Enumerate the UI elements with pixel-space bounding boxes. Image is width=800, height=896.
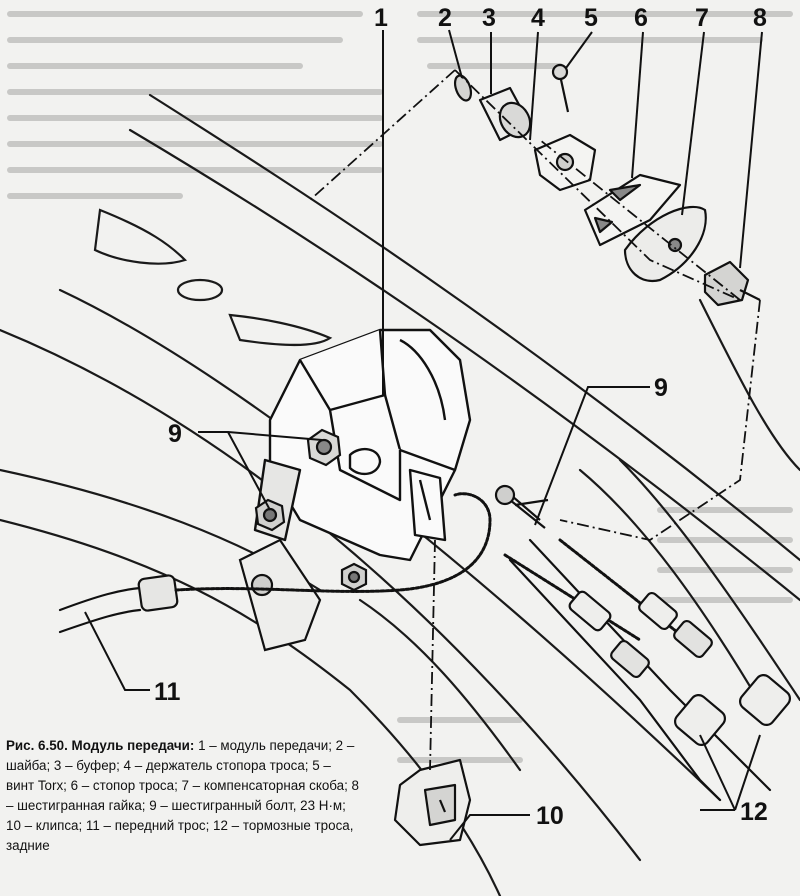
torx-screw — [551, 63, 570, 113]
hex-nut — [703, 260, 761, 307]
callout-4: 4 — [531, 4, 545, 32]
callout-12: 12 — [740, 798, 768, 826]
cable-stop — [583, 173, 682, 247]
hex-bolts — [254, 428, 549, 592]
callout-2: 2 — [438, 4, 452, 32]
compensator-bracket — [623, 205, 707, 283]
clip — [393, 758, 472, 847]
callout-1: 1 — [374, 4, 388, 32]
callout-11: 11 — [154, 678, 181, 706]
callout-9-left: 9 — [168, 420, 182, 448]
transfer-module-body — [253, 328, 472, 562]
callout-8: 8 — [753, 4, 767, 32]
callout-9-right: 9 — [654, 374, 668, 402]
callout-6: 6 — [634, 4, 648, 32]
callout-10: 10 — [536, 802, 564, 830]
caption-title: Рис. 6.50. Модуль передачи: — [6, 738, 195, 753]
leader-lines — [84, 29, 763, 841]
callout-3: 3 — [482, 4, 496, 32]
exploded-parts — [453, 63, 761, 307]
callout-5: 5 — [584, 4, 598, 32]
buffer — [478, 86, 532, 142]
callout-7: 7 — [695, 4, 709, 32]
front-cable-assembly — [58, 492, 492, 652]
rear-brake-cables — [503, 538, 792, 802]
figure-caption: Рис. 6.50. Модуль передачи: 1 – модуль п… — [6, 736, 362, 856]
caption-text: 1 – модуль передачи; 2 – шайба; 3 – буфе… — [6, 738, 359, 853]
